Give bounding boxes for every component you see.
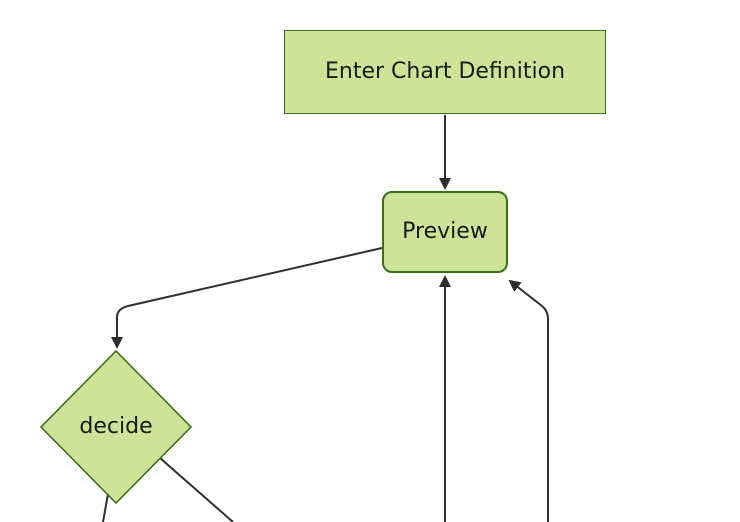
edge-decide-to-offscreen-right — [159, 457, 234, 522]
edge-decide-to-offscreen-left — [102, 493, 109, 522]
node-enter-chart-definition-label: Enter Chart Definition — [324, 59, 566, 84]
node-enter-chart-definition: Enter Chart Definition — [284, 30, 606, 114]
node-preview: Preview — [382, 191, 508, 273]
edge-bottom-right-to-preview — [508, 279, 549, 522]
node-decide-shape — [39, 349, 193, 505]
edge-preview-to-decide — [111, 247, 383, 349]
edges-group — [102, 115, 549, 522]
node-preview-label: Preview — [402, 219, 488, 244]
